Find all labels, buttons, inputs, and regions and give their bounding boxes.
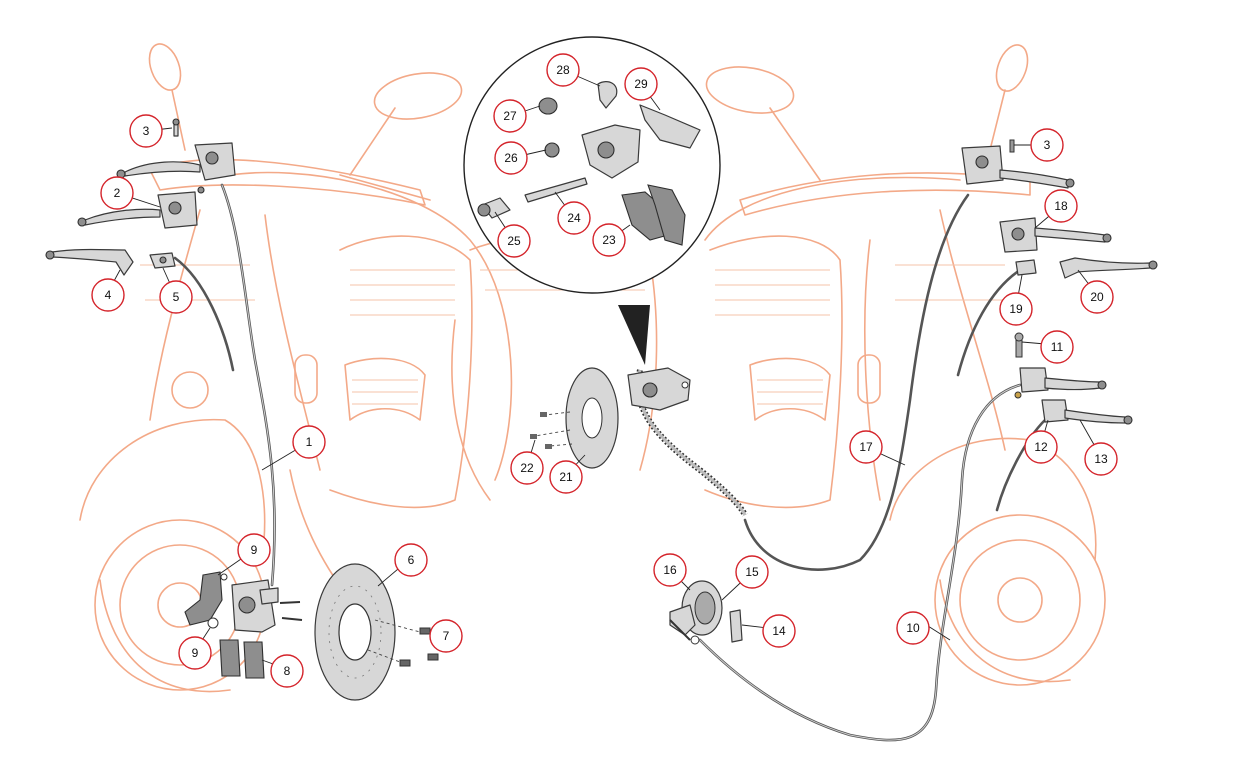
svg-text:7: 7 (443, 629, 450, 643)
callout-21: 21 (549, 460, 583, 494)
callout-2: 2 (100, 176, 134, 210)
callout-27: 27 (493, 99, 527, 133)
svg-text:17: 17 (859, 440, 873, 454)
left-scooter-outline (79, 43, 513, 693)
svg-text:29: 29 (634, 77, 648, 91)
svg-text:1: 1 (306, 435, 313, 449)
svg-text:15: 15 (745, 565, 759, 579)
callout-12: 12 (1024, 430, 1058, 464)
callout-19: 19 (999, 292, 1033, 326)
callout-6: 6 (394, 543, 428, 577)
callout-4: 4 (91, 278, 125, 312)
svg-text:20: 20 (1090, 290, 1104, 304)
right-lever-20 (1059, 257, 1158, 279)
callout-9-upper: 9 (237, 533, 271, 567)
right-master-cylinder-upper (961, 139, 1075, 189)
left-master-cylinder-lower (77, 186, 205, 229)
callout-8: 8 (270, 654, 304, 688)
svg-text:28: 28 (556, 63, 570, 77)
callout-16: 16 (653, 553, 687, 587)
svg-text:12: 12 (1034, 440, 1048, 454)
svg-text:6: 6 (408, 553, 415, 567)
callout-1: 1 (292, 425, 326, 459)
front-caliper (184, 571, 303, 633)
svg-text:19: 19 (1009, 302, 1023, 316)
drum-brake-assembly (669, 580, 743, 645)
front-brake-disc (314, 563, 439, 701)
callout-24: 24 (557, 201, 591, 235)
svg-text:21: 21 (559, 470, 573, 484)
callout-5: 5 (159, 280, 193, 314)
callout-18: 18 (1044, 189, 1078, 223)
zoom-detail-circle (463, 36, 721, 294)
svg-text:3: 3 (143, 124, 150, 138)
callout-29: 29 (624, 67, 658, 101)
svg-text:18: 18 (1054, 199, 1068, 213)
svg-text:16: 16 (663, 563, 677, 577)
svg-text:26: 26 (504, 151, 518, 165)
brake-parts (45, 118, 1158, 701)
callout-3-left: 3 (129, 114, 163, 148)
brake-cables (173, 183, 1047, 742)
rear-brake-disc (530, 367, 619, 469)
svg-text:4: 4 (105, 288, 112, 302)
callout-23: 23 (592, 223, 626, 257)
svg-text:5: 5 (173, 290, 180, 304)
svg-text:8: 8 (284, 664, 291, 678)
callout-25: 25 (497, 224, 531, 258)
rear-lever-upper (1014, 367, 1107, 399)
left-bracket-5 (149, 252, 176, 269)
svg-text:13: 13 (1094, 452, 1108, 466)
callout-10: 10 (896, 611, 930, 645)
rear-lever-lower (1041, 399, 1133, 425)
svg-text:22: 22 (520, 461, 534, 475)
callout-26: 26 (494, 141, 528, 175)
svg-text:9: 9 (192, 646, 199, 660)
svg-text:10: 10 (906, 621, 920, 635)
bolt-11 (1014, 332, 1024, 358)
svg-text:11: 11 (1051, 340, 1064, 354)
callout-3-right: 3 (1030, 128, 1064, 162)
callout-13: 13 (1084, 442, 1118, 476)
rear-caliper (627, 367, 691, 411)
callout-11: 11 (1040, 330, 1074, 364)
callout-17: 17 (849, 430, 883, 464)
svg-text:9: 9 (251, 543, 258, 557)
right-master-cylinder-lower (999, 217, 1112, 253)
callout-22: 22 (510, 451, 544, 485)
front-brake-pads (219, 639, 265, 679)
right-bracket-19 (1015, 259, 1037, 276)
svg-text:3: 3 (1044, 138, 1051, 152)
svg-text:14: 14 (772, 624, 786, 638)
callout-20: 20 (1080, 280, 1114, 314)
left-master-cylinder-upper (116, 118, 236, 181)
right-scooter-outline (704, 44, 1106, 686)
callout-14: 14 (762, 614, 796, 648)
svg-text:23: 23 (602, 233, 616, 247)
callout-9-lower: 9 (178, 636, 212, 670)
svg-text:25: 25 (507, 234, 521, 248)
callout-7: 7 (429, 619, 463, 653)
callout-15: 15 (735, 555, 769, 589)
svg-text:24: 24 (567, 211, 581, 225)
svg-text:2: 2 (114, 186, 121, 200)
callout-28: 28 (546, 53, 580, 87)
svg-text:27: 27 (503, 109, 517, 123)
left-lever-4 (45, 248, 134, 276)
